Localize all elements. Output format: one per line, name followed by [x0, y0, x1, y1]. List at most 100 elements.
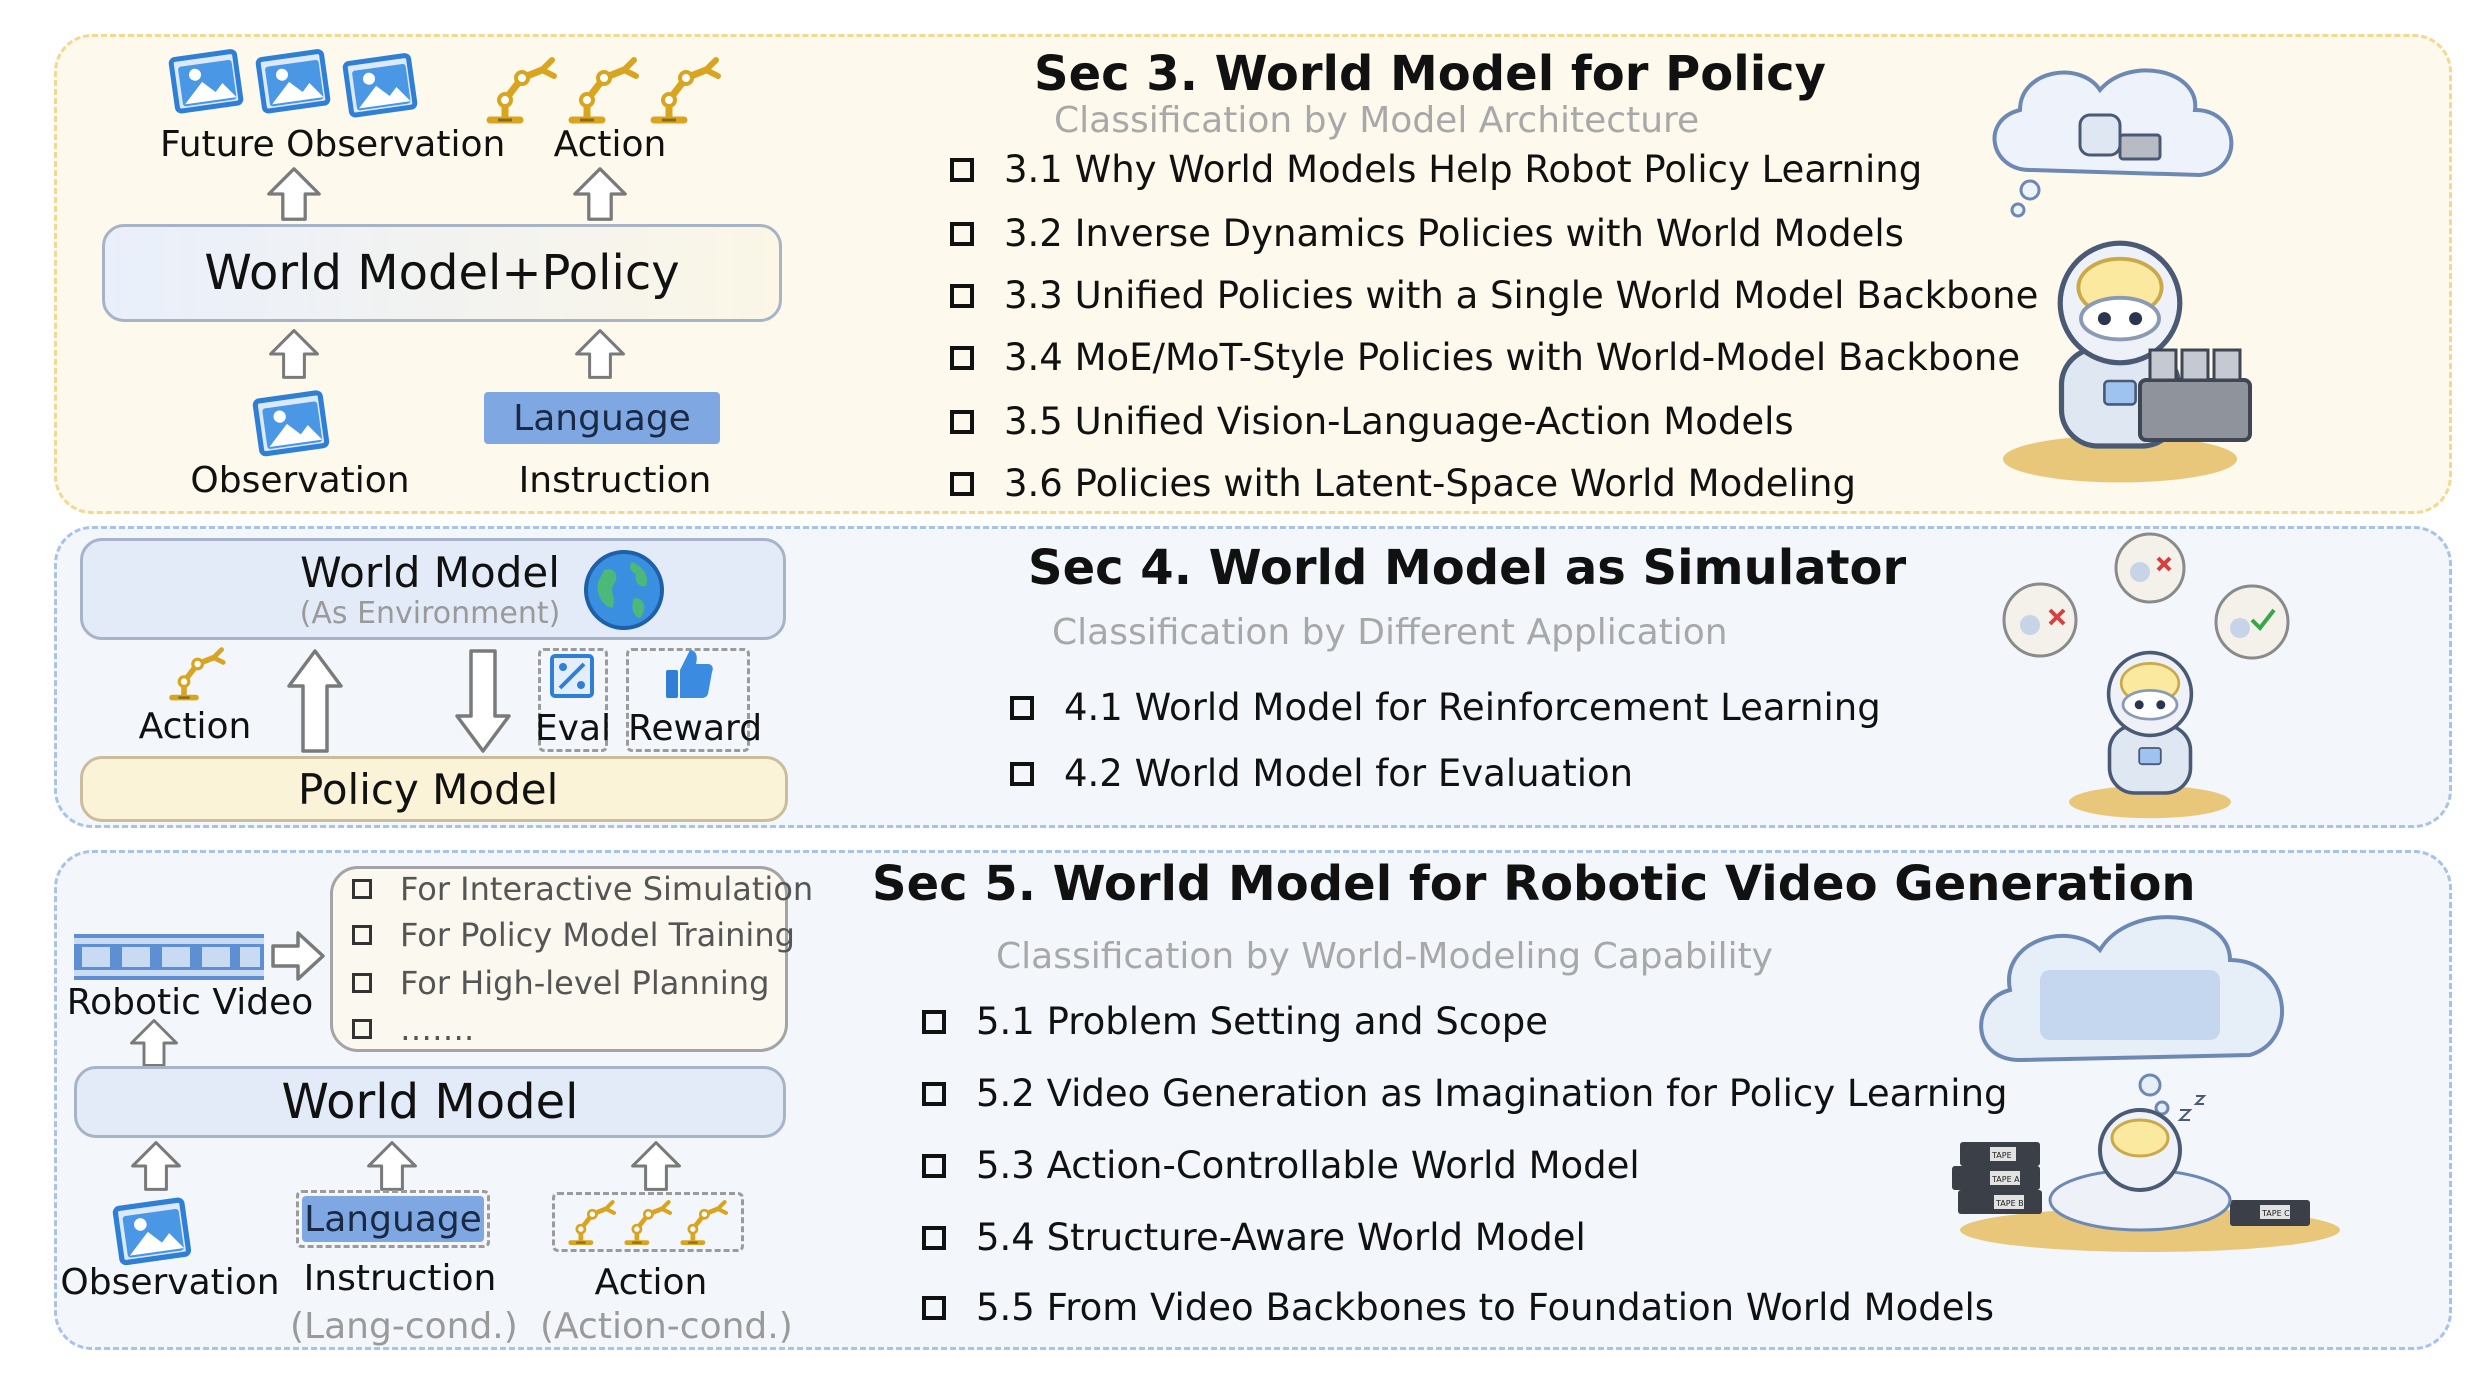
world-model-label: World Model — [300, 548, 560, 597]
language-box: Language — [302, 1196, 484, 1242]
checkbox-icon — [950, 157, 974, 182]
list-item: 3.6 Policies with Latent-Space World Mod… — [950, 462, 1856, 505]
world-model-box: World Model — [74, 1066, 786, 1138]
earth-globe-icon — [584, 550, 664, 630]
action-cond-label: (Action-cond.) — [540, 1306, 793, 1347]
right-arrow — [271, 931, 325, 981]
reward-label: Reward — [628, 708, 763, 749]
action-label: Action — [594, 1262, 708, 1303]
up-arrow — [266, 328, 322, 380]
robot-arm-icon — [562, 48, 642, 128]
checkbox-icon — [1010, 761, 1034, 786]
lang-cond-label: (Lang-cond.) — [290, 1306, 518, 1347]
instruction-label: Instruction — [303, 1258, 497, 1299]
up-arrow — [572, 166, 628, 222]
image-icon — [255, 44, 335, 116]
up-arrow — [287, 649, 343, 753]
checkbox-icon — [950, 345, 974, 370]
robot-arm-icon — [480, 48, 560, 128]
checkbox-icon — [950, 283, 974, 308]
applications-bubble — [330, 866, 788, 1052]
list-item: 5.5 From Video Backbones to Foundation W… — [922, 1286, 1994, 1329]
checkbox-icon — [922, 1225, 946, 1250]
robot-arm-icon — [644, 48, 724, 128]
list-item: 4.2 World Model for Evaluation — [1010, 752, 1633, 795]
image-icon — [168, 44, 248, 116]
tape-label: TAPE — [1991, 1151, 2012, 1160]
action-label: Action — [553, 124, 667, 165]
list-item: 5.1 Problem Setting and Scope — [922, 1000, 1548, 1043]
up-arrow — [128, 1140, 184, 1192]
section-4-title: Sec 4. World Model as Simulator — [1028, 540, 1907, 596]
bubble-item: For Interactive Simulation — [352, 870, 813, 908]
up-arrow — [266, 166, 322, 222]
action-dashed-box — [552, 1192, 744, 1252]
bubble-item: ……. — [352, 1010, 474, 1048]
section-5-subtitle: Classification by World-Modeling Capabil… — [996, 936, 1773, 977]
percent-eval-icon — [550, 654, 594, 698]
section-3-title: Sec 3. World Model for Policy — [1034, 46, 1826, 102]
world-model-policy-box: World Model+Policy — [102, 224, 782, 322]
checkbox-icon — [922, 1153, 946, 1178]
eval-box — [538, 648, 608, 752]
up-arrow — [364, 1140, 420, 1192]
checkbox-icon — [352, 879, 372, 899]
list-item: 3.4 MoE/MoT-Style Policies with World-Mo… — [950, 336, 2020, 379]
image-icon — [342, 48, 422, 120]
checkbox-icon — [950, 471, 974, 496]
tape-label: TAPE A — [1991, 1175, 2020, 1184]
section-4-subtitle: Classification by Different Application — [1052, 612, 1728, 653]
checkbox-icon — [922, 1009, 946, 1034]
instruction-label: Instruction — [518, 460, 712, 501]
checkbox-icon — [352, 925, 372, 945]
robot-illustration — [1992, 68, 2252, 490]
robot-arm-icon — [164, 640, 228, 704]
robot-illustration — [2002, 532, 2290, 820]
action-label: Action — [138, 706, 252, 747]
up-arrow — [128, 1018, 180, 1068]
thumbs-up-icon — [666, 650, 713, 698]
list-item: 3.5 Unified Vision-Language-Action Model… — [950, 400, 1794, 443]
list-item: 5.2 Video Generation as Imagination for … — [922, 1072, 2008, 1115]
future-observation-label: Future Observation — [160, 124, 506, 165]
world-model-env-box — [80, 538, 786, 640]
checkbox-icon — [352, 973, 372, 993]
down-arrow — [455, 649, 511, 753]
image-icon — [252, 384, 334, 460]
as-environment-label: (As Environment) — [299, 596, 561, 631]
observation-label: Observation — [190, 460, 410, 501]
section-5-title: Sec 5. World Model for Robotic Video Gen… — [872, 856, 2196, 912]
reward-box — [626, 648, 750, 752]
tape-label: TAPE B — [1995, 1199, 2024, 1208]
robot-illustration: TAPE TAPE A TAPE B TAPE C — [1952, 915, 2340, 1252]
up-arrow — [628, 1140, 684, 1192]
up-arrow — [572, 328, 628, 380]
section-3-subtitle: Classification by Model Architecture — [1054, 100, 1700, 141]
film-strip-icon — [74, 934, 264, 980]
language-box: Language — [484, 392, 720, 444]
list-item: 3.3 Unified Policies with a Single World… — [950, 274, 2038, 317]
bubble-item: For High-level Planning — [352, 964, 769, 1002]
checkbox-icon — [352, 1019, 372, 1039]
robot-arm-icon — [676, 1194, 730, 1248]
checkbox-icon — [950, 409, 974, 434]
robot-arm-icon — [564, 1194, 618, 1248]
checkbox-icon — [1010, 695, 1034, 720]
image-icon — [112, 1192, 196, 1268]
list-item: 5.4 Structure-Aware World Model — [922, 1216, 1586, 1259]
policy-model-box: Policy Model — [80, 756, 788, 822]
observation-label: Observation — [60, 1262, 280, 1303]
robot-arm-icon — [620, 1194, 674, 1248]
tape-label: TAPE C — [2261, 1209, 2290, 1218]
eval-label: Eval — [534, 708, 612, 749]
checkbox-icon — [922, 1081, 946, 1106]
language-dashed-box — [296, 1190, 490, 1248]
bubble-item: For Policy Model Training — [352, 916, 795, 954]
checkbox-icon — [922, 1295, 946, 1320]
list-item: 3.1 Why World Models Help Robot Policy L… — [950, 148, 1922, 191]
checkbox-icon — [950, 221, 974, 246]
robotic-video-label: Robotic Video — [66, 982, 314, 1023]
list-item: 4.1 World Model for Reinforcement Learni… — [1010, 686, 1881, 729]
list-item: 5.3 Action-Controllable World Model — [922, 1144, 1640, 1187]
list-item: 3.2 Inverse Dynamics Policies with World… — [950, 212, 1904, 255]
